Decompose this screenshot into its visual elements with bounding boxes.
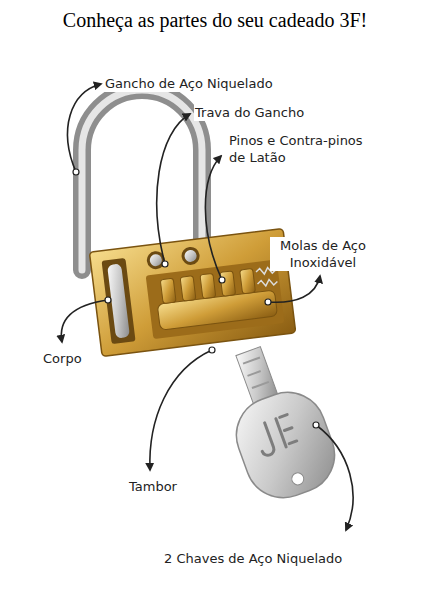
key	[209, 335, 346, 509]
part-label: 2 Chaves de Aço Niquelado	[163, 550, 343, 567]
part-label: Corpo	[42, 350, 83, 367]
part-label: Gancho de Aço Niquelado	[104, 75, 274, 92]
part-label: Pinos e Contra-pinos de Latão	[228, 132, 380, 166]
part-label: Trava do Gancho	[194, 104, 305, 121]
part-label: Tambor	[128, 478, 178, 495]
part-label: Molas de Aço Inoxidável	[270, 237, 376, 271]
leader-dots	[73, 169, 319, 428]
title: Conheça as partes do seu cadeado 3F!	[0, 8, 430, 32]
lock-body	[89, 228, 295, 356]
